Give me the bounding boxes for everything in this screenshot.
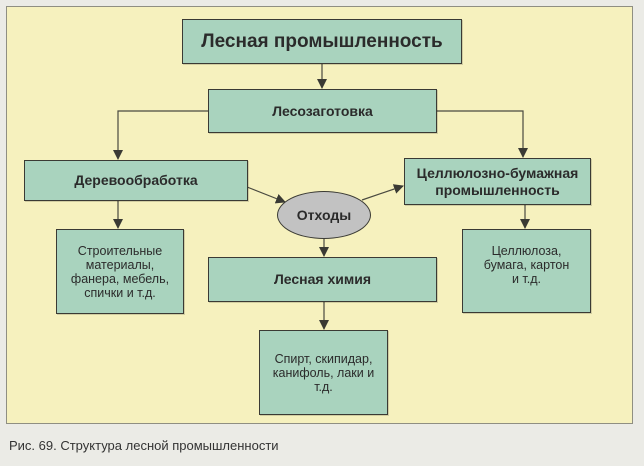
node-woodworking: Деревообработка (24, 160, 248, 201)
node-paper-products: Целлюлоза, бумага, картон и т.д. (462, 229, 591, 313)
edge-logging-woodworking (113, 110, 208, 160)
node-pulp-paper: Целлюлозно-бумажная промышленность (404, 158, 591, 205)
edge-woodworking-waste (246, 186, 286, 204)
node-waste: Отходы (277, 191, 371, 239)
node-forest-chemistry: Лесная химия (208, 257, 437, 302)
node-chem-products: Спирт, скипидар, канифоль, лаки и т.д. (259, 330, 388, 415)
edge-logging-pulp (436, 110, 528, 158)
node-logging: Лесозаготовка (208, 89, 437, 133)
edge-waste-pulp (361, 184, 404, 201)
node-forest-industry: Лесная промышленность (182, 19, 462, 64)
figure-caption: Рис. 69. Структура лесной промышленности (9, 438, 279, 453)
node-wood-products: Строительные материалы, фанера, мебель, … (56, 229, 184, 314)
